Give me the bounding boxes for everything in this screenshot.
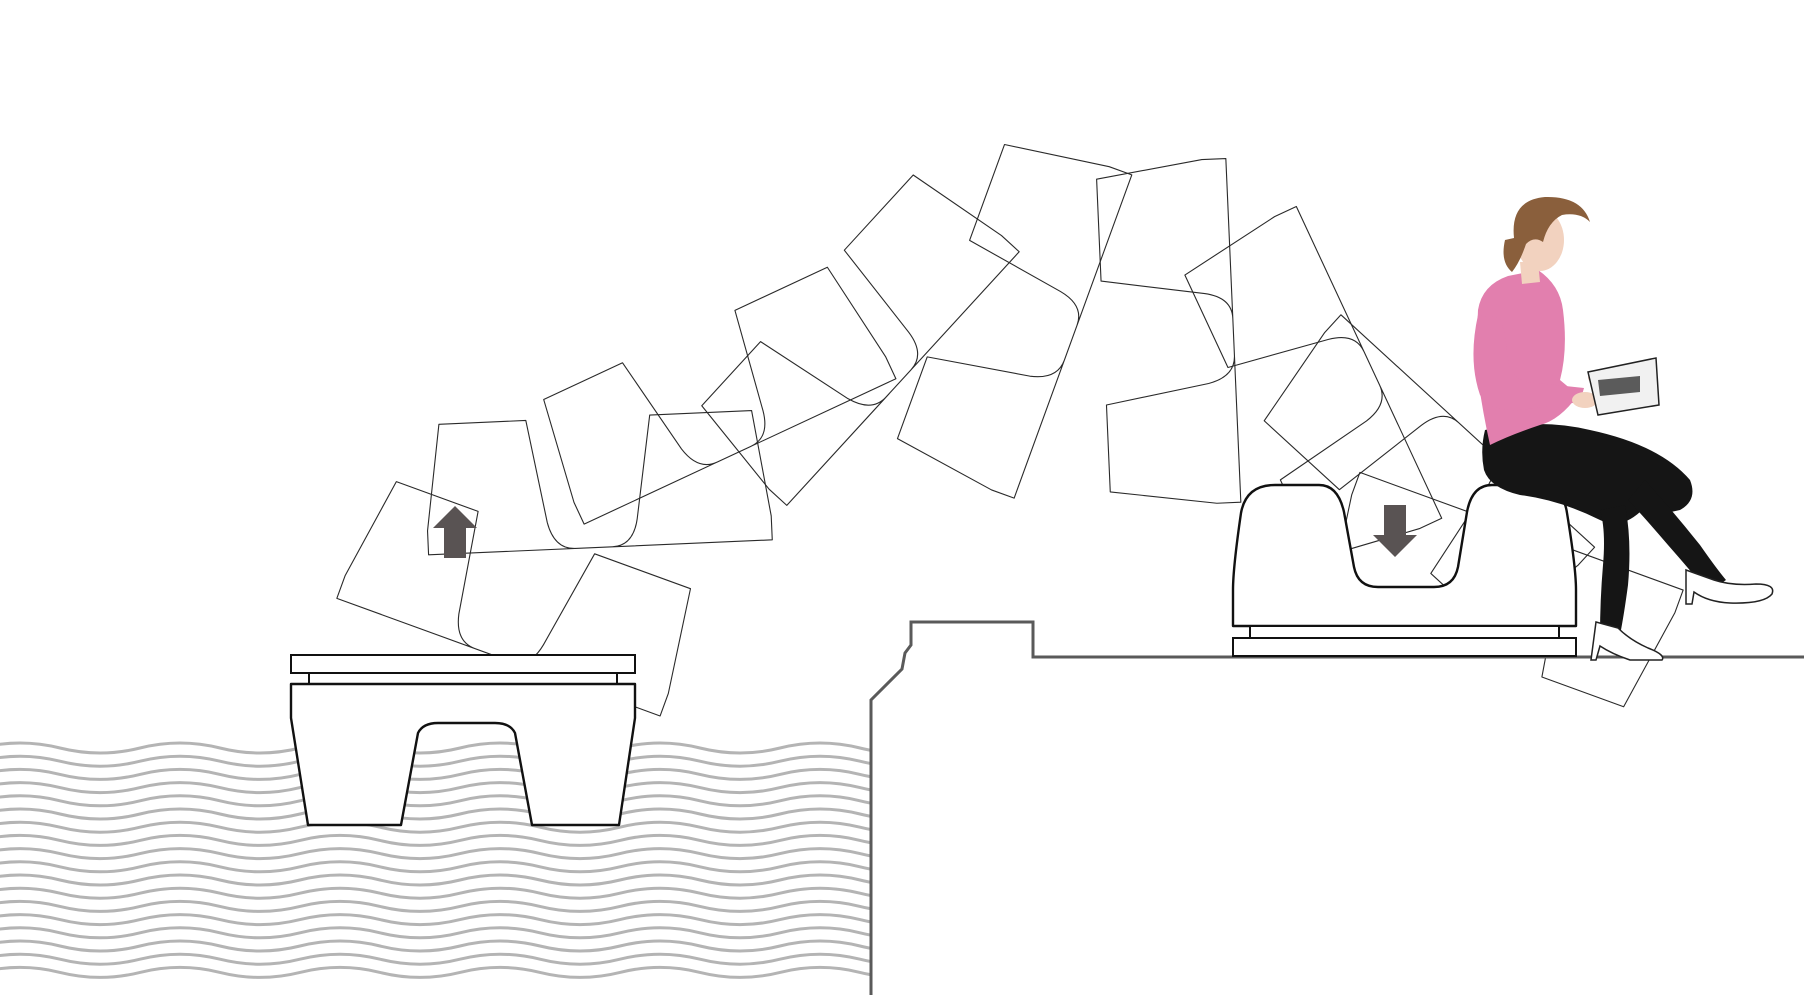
wave-line — [0, 899, 870, 913]
wave-line — [0, 886, 870, 900]
person-hand — [1572, 392, 1598, 408]
wave-line — [0, 926, 870, 940]
person-shoe-front — [1685, 568, 1774, 605]
wave-line — [0, 847, 870, 861]
wave-line — [0, 873, 870, 887]
wave-line — [0, 741, 870, 755]
person-arm — [1473, 315, 1584, 411]
wave-line — [0, 913, 870, 927]
seated-person-reading — [1473, 196, 1774, 661]
wave-line — [0, 833, 870, 847]
wave-line — [0, 754, 870, 768]
deck-plank-top — [290, 654, 636, 674]
wave-line — [0, 807, 870, 821]
quay-edge — [869, 620, 1804, 995]
seat-body — [1231, 483, 1578, 628]
seat-plank-spacer — [1249, 625, 1560, 639]
seat-plank-base — [1232, 637, 1577, 657]
seat-module — [1231, 483, 1578, 657]
wave-line — [0, 820, 870, 834]
wave-line — [0, 781, 870, 795]
arrow-down-icon — [1373, 505, 1417, 557]
person-leg-front — [1628, 480, 1726, 592]
floating-module — [289, 654, 637, 827]
person-leg-back — [1600, 505, 1630, 636]
wave-line — [0, 952, 870, 966]
wave-line — [0, 860, 870, 874]
wave-line — [0, 965, 870, 979]
wave-line — [0, 794, 870, 808]
wave-line — [0, 767, 870, 781]
person-book-pages — [1598, 376, 1640, 396]
wave-line — [0, 939, 870, 953]
arrow-up-icon — [433, 506, 477, 558]
person-hair — [1503, 196, 1590, 272]
water-waves — [0, 741, 870, 979]
float-body — [289, 682, 637, 827]
person-shoe-back — [1590, 621, 1664, 661]
deck-plank-spacer — [308, 672, 618, 685]
